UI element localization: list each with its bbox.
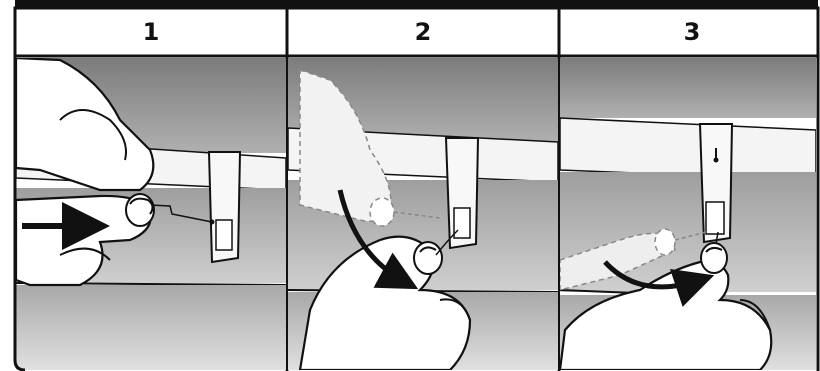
panel-step-2 bbox=[288, 58, 558, 370]
step-1-number: 1 bbox=[143, 18, 160, 46]
step-3-number: 3 bbox=[684, 18, 701, 46]
panel-step-3 bbox=[560, 58, 816, 370]
panel-step-1 bbox=[16, 58, 286, 370]
step-2-number: 2 bbox=[415, 18, 432, 46]
